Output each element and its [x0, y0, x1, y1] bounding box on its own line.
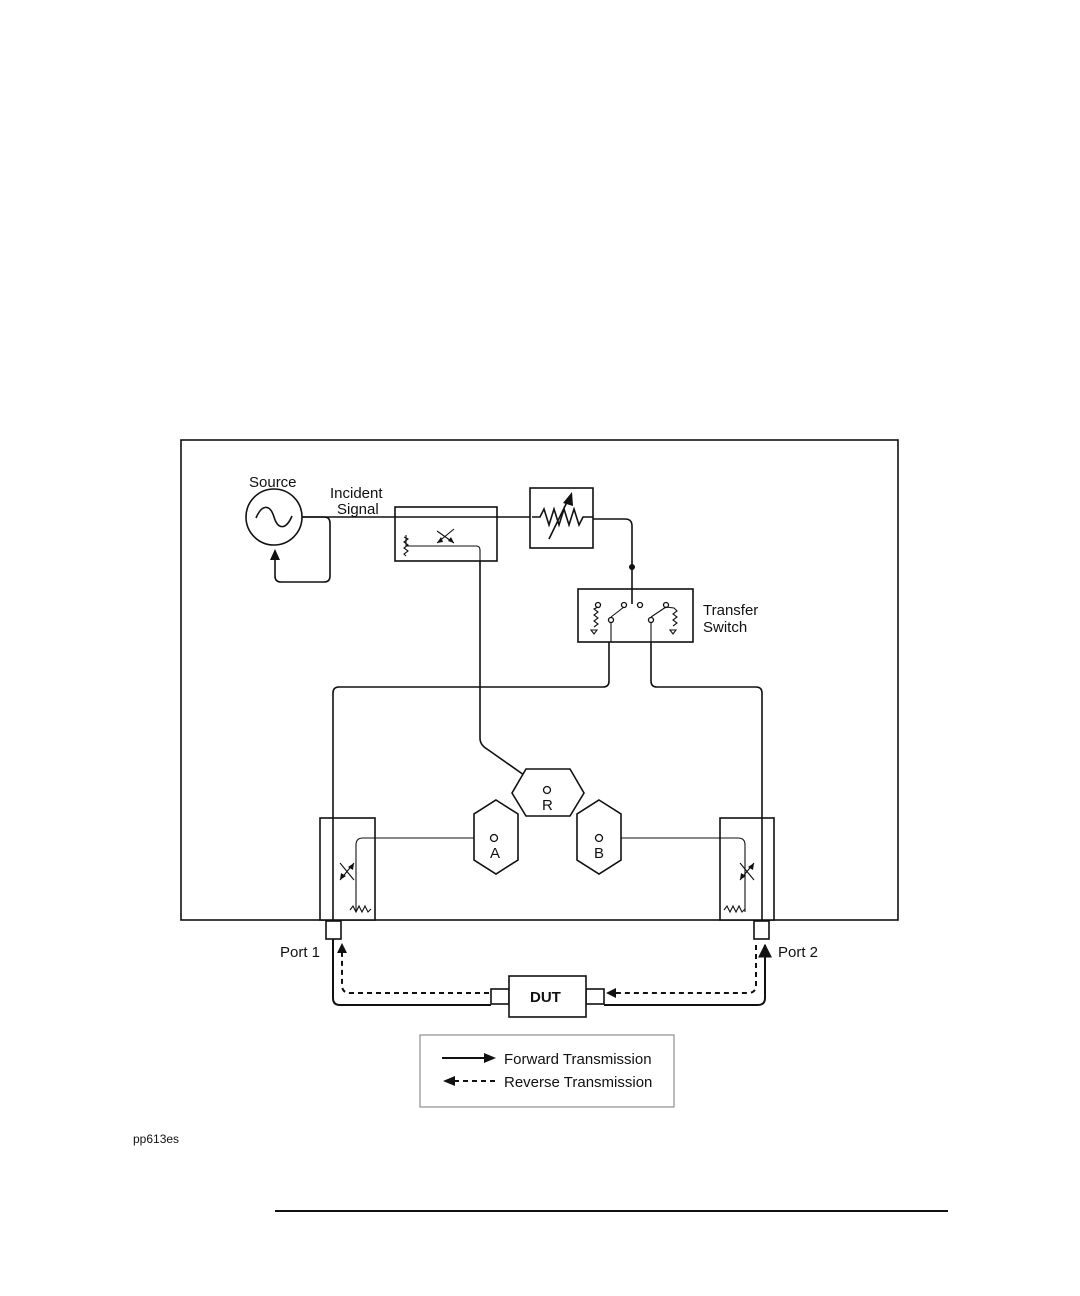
reverse-path-port1	[342, 950, 489, 993]
receiver-a-label: A	[490, 845, 500, 862]
port2-connector	[754, 921, 769, 939]
figure-id: pp613es	[133, 1132, 179, 1146]
incident-signal-label-1: Incident	[330, 485, 383, 502]
forward-path-port1	[333, 939, 491, 1005]
receiver-b-label: B	[594, 845, 604, 862]
port2-label: Port 2	[778, 944, 818, 961]
receiver-r-label: R	[542, 797, 553, 814]
incident-signal-label-2: Signal	[337, 501, 379, 518]
step-attenuator	[530, 488, 593, 548]
source-oscillator	[246, 489, 302, 545]
legend	[420, 1035, 674, 1107]
source-label: Source	[249, 474, 297, 491]
legend-forward-label: Forward Transmission	[504, 1051, 652, 1068]
reverse-path-port2	[612, 945, 756, 993]
transfer-switch-label-2: Switch	[703, 619, 747, 636]
receiver-a	[474, 800, 518, 874]
receiver-b	[577, 800, 621, 874]
port1-connector	[326, 921, 341, 939]
transfer-switch-label-1: Transfer	[703, 602, 758, 619]
forward-path-port2	[604, 945, 765, 1005]
legend-reverse-label: Reverse Transmission	[504, 1074, 652, 1091]
dut-label: DUT	[530, 989, 561, 1006]
port1-label: Port 1	[280, 944, 320, 961]
reference-coupler	[395, 507, 497, 565]
